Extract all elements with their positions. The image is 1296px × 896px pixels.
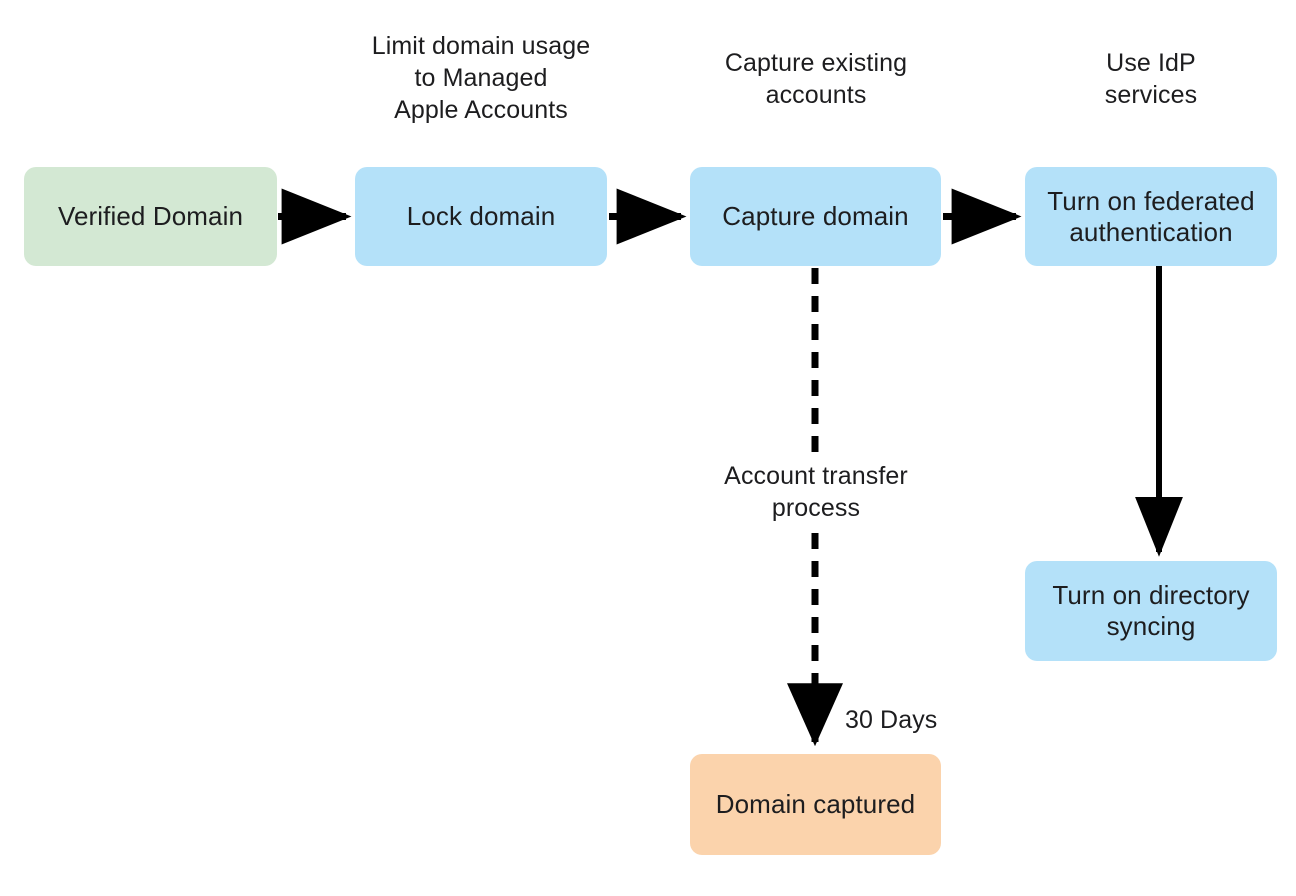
caption-use-idp-services: Use IdP services xyxy=(1104,49,1198,109)
node-capture-domain[interactable]: Capture domain xyxy=(690,167,941,266)
caption-lock-domain: Limit domain usage to Managed Apple Acco… xyxy=(371,32,591,124)
node-verified-domain[interactable]: Verified Domain xyxy=(24,167,277,266)
node-domain-captured[interactable]: Domain captured xyxy=(690,754,941,855)
edge-label-account-transfer-process: Account transfer process xyxy=(665,460,967,524)
node-turn-on-federated-authentication[interactable]: Turn on federated authentication xyxy=(1025,167,1277,266)
node-lock-domain[interactable]: Lock domain xyxy=(355,167,607,266)
node-turn-on-directory-syncing[interactable]: Turn on directory syncing xyxy=(1025,561,1277,661)
caption-capture-existing-accounts: Capture existing accounts xyxy=(724,49,908,109)
edge-label-30-days: 30 Days xyxy=(845,704,1005,736)
